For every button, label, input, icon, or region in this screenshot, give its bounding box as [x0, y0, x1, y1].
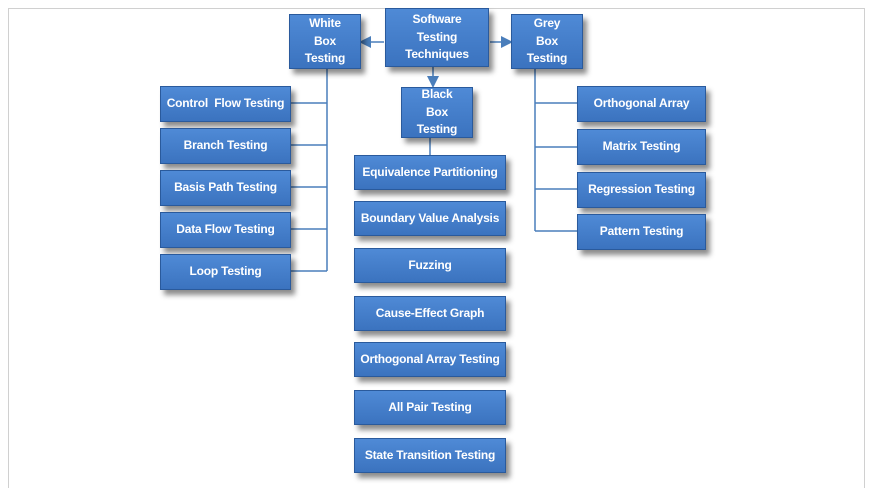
black-box-header: Black Box Testing — [401, 87, 473, 138]
black-box-item: All Pair Testing — [354, 390, 506, 425]
root-node: Software Testing Techniques — [385, 8, 489, 67]
grey-box-item: Orthogonal Array — [577, 86, 706, 122]
black-box-item: State Transition Testing — [354, 438, 506, 473]
black-box-item: Cause-Effect Graph — [354, 296, 506, 331]
black-box-item: Boundary Value Analysis — [354, 201, 506, 236]
black-box-item: Orthogonal Array Testing — [354, 342, 506, 377]
grey-box-item: Pattern Testing — [577, 214, 706, 250]
black-box-item: Equivalence Partitioning — [354, 155, 506, 190]
grey-box-item: Regression Testing — [577, 172, 706, 208]
white-box-header: White Box Testing — [289, 14, 361, 69]
grey-box-header: Grey Box Testing — [511, 14, 583, 69]
white-box-item: Basis Path Testing — [160, 170, 291, 206]
white-box-item: Control Flow Testing — [160, 86, 291, 122]
black-box-item: Fuzzing — [354, 248, 506, 283]
white-box-item: Branch Testing — [160, 128, 291, 164]
white-box-item: Loop Testing — [160, 254, 291, 290]
grey-box-item: Matrix Testing — [577, 129, 706, 165]
white-box-item: Data Flow Testing — [160, 212, 291, 248]
connector-lines — [291, 36, 577, 272]
